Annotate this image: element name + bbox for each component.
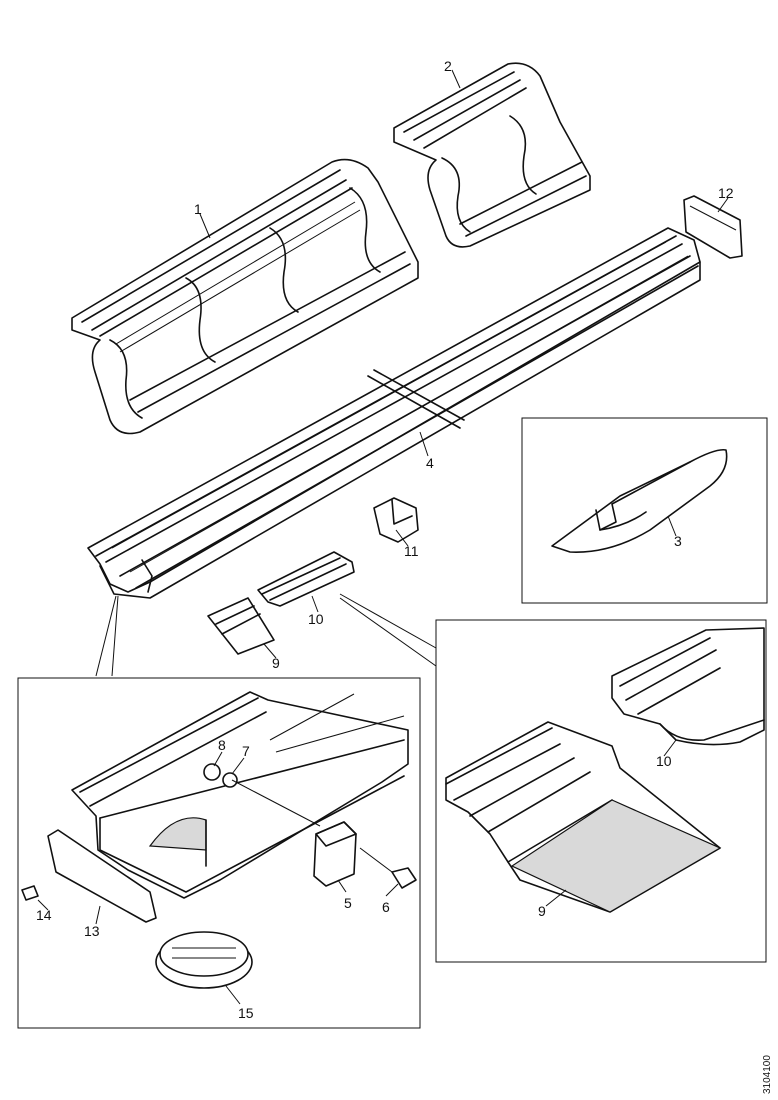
callout-14: 14	[36, 907, 52, 923]
callout-15: 15	[238, 1005, 254, 1021]
rail-break-marks	[367, 369, 465, 429]
callout-10: 10	[308, 611, 324, 627]
callout-12: 12	[718, 185, 734, 201]
callout-10b: 10	[656, 753, 672, 769]
callout-9b: 9	[538, 903, 546, 919]
leader-lines	[37, 69, 729, 1005]
callout-7: 7	[242, 743, 250, 759]
part-2-step-panel	[393, 62, 591, 248]
part-1-step-panel	[71, 158, 419, 435]
callout-2: 2	[444, 58, 452, 74]
reference-code: 3104100	[762, 1055, 773, 1094]
part-12-end-bracket	[683, 195, 743, 259]
part-9-small-plate	[207, 597, 275, 655]
callout-labels: 1 2 12 4 3 11 10 9 8 7 5 6 14 13 15 10 9	[36, 58, 734, 1021]
callout-1: 1	[194, 201, 202, 217]
part-10-small-plate	[257, 551, 355, 607]
callout-11: 11	[404, 543, 419, 559]
inset-lower-left-detail	[17, 677, 421, 1029]
part-4-rail	[87, 227, 701, 599]
callout-8: 8	[218, 737, 226, 753]
inset-parts-9-10	[435, 619, 767, 963]
inset-part-3	[521, 417, 768, 604]
callout-13: 13	[84, 923, 100, 939]
callout-6: 6	[382, 899, 390, 915]
part-11-clip	[373, 497, 419, 543]
callout-5: 5	[344, 895, 352, 911]
callout-9: 9	[272, 655, 280, 671]
callout-4: 4	[426, 455, 434, 471]
callout-3: 3	[674, 533, 682, 549]
